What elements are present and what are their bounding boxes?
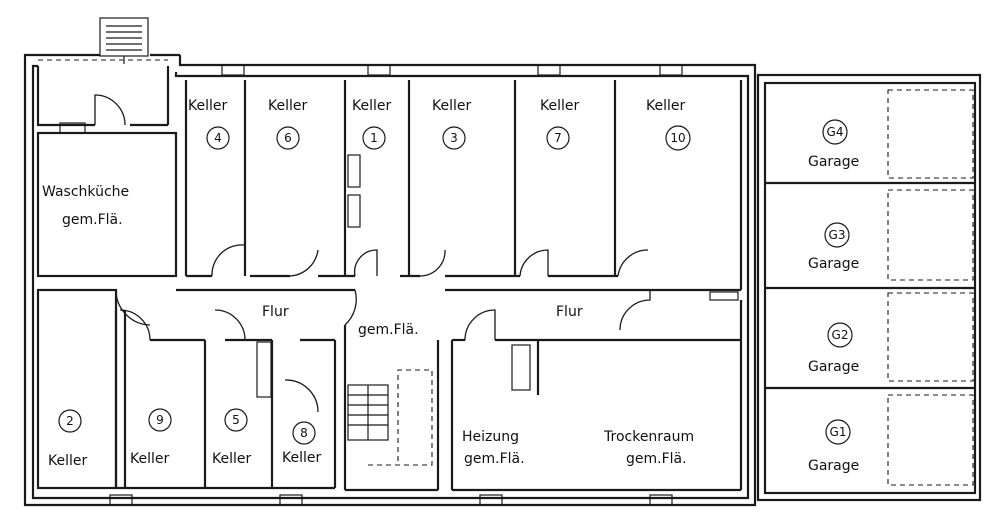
stair <box>347 369 433 466</box>
keller-7-number: 7 <box>554 131 562 145</box>
trockenraum-note: gem.Flä. <box>626 451 687 467</box>
garage-g2-id: G2 <box>832 328 849 342</box>
windows <box>59 64 739 506</box>
keller-2-label: Keller <box>48 453 87 469</box>
garage-g4-label: Garage <box>808 154 859 170</box>
garage-g2-label: Garage <box>808 359 859 375</box>
keller-10-number: 10 <box>670 131 685 145</box>
service-room-labels: Heizung gem.Flä. Trockenraum gem.Flä. <box>462 429 694 467</box>
waschkueche-labels: Waschküche gem.Flä. <box>42 184 129 228</box>
flur-right-label: Flur <box>556 304 583 320</box>
keller-6-number: 6 <box>284 131 292 145</box>
keller-1-number: 1 <box>370 131 378 145</box>
stair-hall-note: gem.Flä. <box>358 322 419 338</box>
garage-g3-id: G3 <box>829 228 846 242</box>
keller-8-number: 8 <box>300 426 308 440</box>
keller-bottom-row: 2 Keller 9 Keller 5 Keller 8 Keller <box>48 408 321 469</box>
keller-1-label: Keller <box>352 98 391 114</box>
garage-g3-label: Garage <box>808 256 859 272</box>
garage-g1-label: Garage <box>808 458 859 474</box>
garage-g1-id: G1 <box>830 425 847 439</box>
interior-walls <box>36 66 743 492</box>
keller-3-number: 3 <box>450 131 458 145</box>
outer-walls <box>23 17 757 507</box>
heizung-note: gem.Flä. <box>464 451 525 467</box>
keller-4-label: Keller <box>188 98 227 114</box>
doors <box>94 94 651 413</box>
keller-3-label: Keller <box>432 98 471 114</box>
garage-block <box>756 73 982 502</box>
flur-left-label: Flur <box>262 304 289 320</box>
keller-top-row: Keller 4 Keller 6 Keller 1 Keller 3 Kell… <box>188 98 691 151</box>
keller-10-label: Keller <box>646 98 685 114</box>
garage-labels: G4 Garage G3 Garage G2 Garage G1 Garage <box>808 119 859 474</box>
keller-9-number: 9 <box>156 413 164 427</box>
waschkueche-name: Waschküche <box>42 184 129 200</box>
keller-2-number: 2 <box>66 414 74 428</box>
waschkueche-note: gem.Flä. <box>62 212 123 228</box>
keller-5-number: 5 <box>232 413 240 427</box>
keller-4-number: 4 <box>214 131 222 145</box>
corridor-labels: Flur Flur gem.Flä. <box>262 304 583 338</box>
shafts <box>347 154 361 228</box>
keller-6-label: Keller <box>268 98 307 114</box>
keller-5-label: Keller <box>212 451 251 467</box>
keller-7-label: Keller <box>540 98 579 114</box>
garage-g4-id: G4 <box>827 125 844 139</box>
heizung-name: Heizung <box>462 429 519 445</box>
keller-8-label: Keller <box>282 450 321 466</box>
trockenraum-name: Trockenraum <box>603 429 694 445</box>
keller-9-label: Keller <box>130 451 169 467</box>
